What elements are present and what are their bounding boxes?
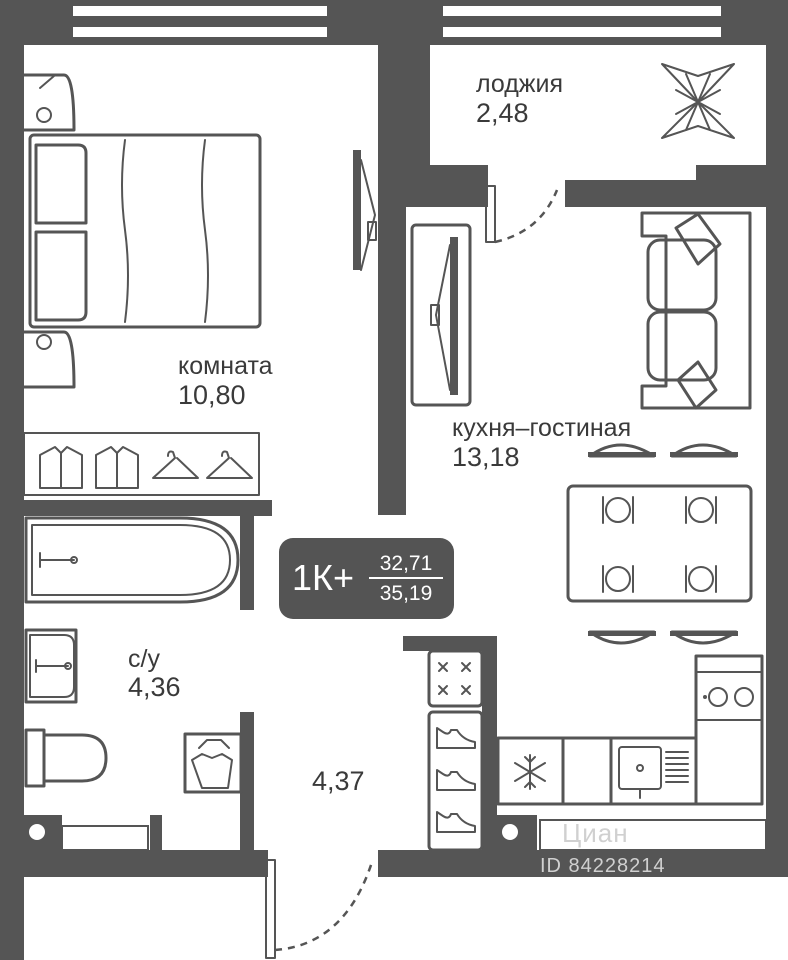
nightstand-icon bbox=[22, 73, 76, 389]
loggia-label: лоджия bbox=[476, 70, 564, 98]
washing-machine-icon bbox=[183, 732, 243, 794]
windows bbox=[0, 4, 767, 851]
sofa-icon bbox=[640, 211, 752, 410]
watermark-id: ID 84228214 bbox=[540, 855, 666, 877]
hanger-icon bbox=[152, 450, 253, 479]
watermark-brand: Циан bbox=[562, 818, 629, 848]
dining-table-icon bbox=[566, 443, 753, 645]
kitchen-sink-icon bbox=[609, 736, 698, 806]
toilet-icon bbox=[24, 728, 108, 788]
bed-icon bbox=[28, 133, 262, 329]
total-area: 35,19 bbox=[379, 582, 433, 605]
area-fraction: 32,71 35,19 bbox=[369, 551, 443, 606]
kitchen-area: 13,18 bbox=[452, 442, 520, 472]
door-swing-icon bbox=[485, 185, 559, 244]
shirt-icon bbox=[39, 446, 139, 489]
closet-tv-icon bbox=[410, 223, 472, 407]
plant-icon bbox=[661, 63, 735, 139]
bedroom-label: комната bbox=[178, 352, 273, 380]
apartment-badge: 1К+ 32,71 35,19 bbox=[279, 538, 454, 619]
bedroom-area: 10,80 bbox=[178, 380, 246, 410]
ventilation-icon bbox=[24, 815, 537, 850]
hallway-area: 4,37 bbox=[312, 766, 365, 796]
bathroom-area: 4,36 bbox=[128, 672, 181, 702]
living-area: 32,71 bbox=[379, 552, 433, 575]
apartment-type: 1К+ bbox=[292, 557, 355, 598]
chair-icon bbox=[588, 443, 738, 645]
bathtub-icon bbox=[24, 516, 240, 604]
bathroom-label: с/у bbox=[128, 645, 160, 673]
sink-icon bbox=[24, 628, 78, 704]
fraction-line bbox=[369, 577, 443, 579]
entrance-door bbox=[265, 859, 374, 959]
loggia-area: 2,48 bbox=[476, 98, 529, 128]
shoe-rack-icon bbox=[427, 710, 484, 852]
oven-icon bbox=[694, 654, 764, 806]
wardrobe-icon bbox=[23, 432, 260, 496]
kitchen-label: кухня–гостиная bbox=[452, 414, 632, 442]
sneaker-icon bbox=[436, 727, 476, 833]
stove-icon bbox=[427, 649, 484, 708]
tv-icon bbox=[353, 150, 377, 271]
